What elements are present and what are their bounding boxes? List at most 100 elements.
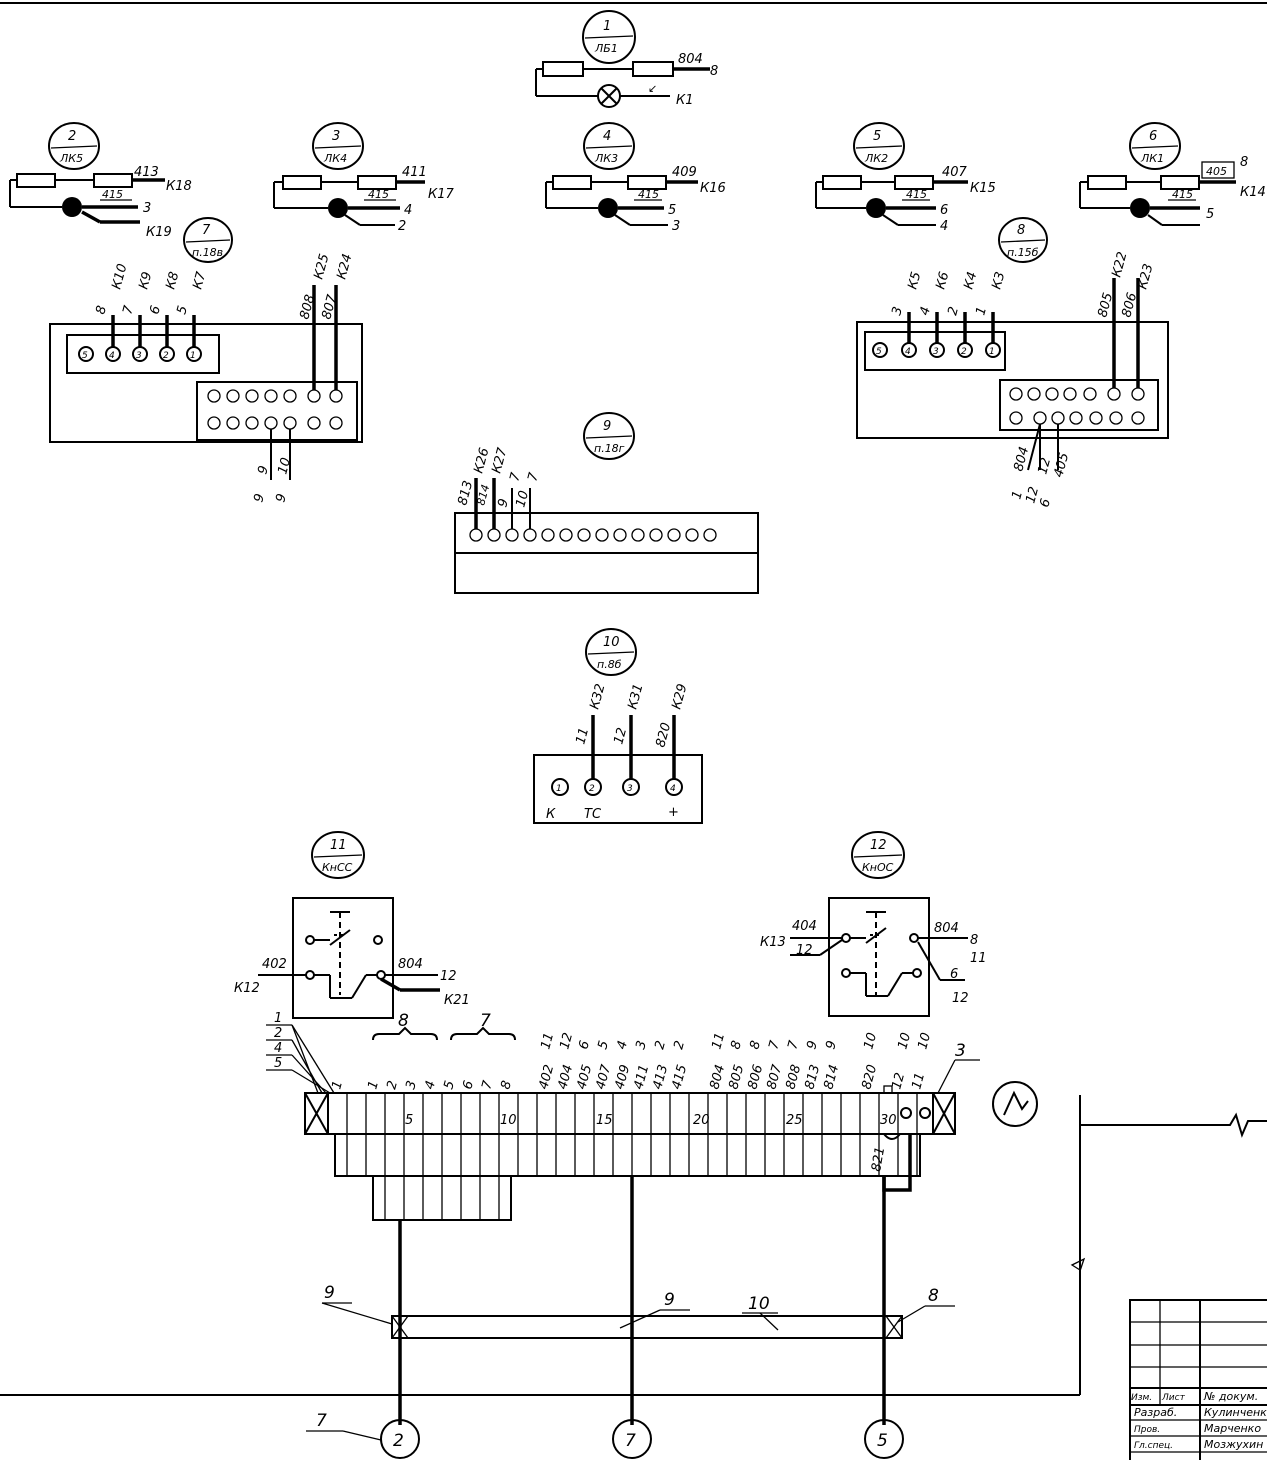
b8-top-kont: К6 <box>933 270 952 291</box>
connector-circle <box>380 1419 420 1459</box>
button-block-12: 12 КнОС 404 12 К13 804 8 11 6 12 <box>760 831 987 1017</box>
strip-wire-label: 8 <box>498 1079 515 1091</box>
b8-bottom-wire: 12 <box>1035 456 1054 476</box>
b8-top-kont: К5 <box>905 270 924 291</box>
block-9-num: 9 <box>603 419 611 434</box>
lamp-icon <box>866 198 886 218</box>
connector-lead: 7 <box>316 1411 327 1431</box>
block-12-wire-l: 404 <box>792 919 817 934</box>
svg-text:2: 2 <box>589 784 595 794</box>
strip-outer-label: 7 <box>785 1038 802 1051</box>
connector-circle <box>864 1419 904 1459</box>
strip-outer-label: 2 <box>652 1039 669 1051</box>
panel-block-9: 9 п.18г 813 814 9 10 К26 К27 7 7 <box>454 412 759 594</box>
strip-outer-label: 8 <box>728 1039 745 1051</box>
strip-outer-label: 11 <box>538 1031 557 1051</box>
lamp-icon <box>598 198 618 218</box>
connector-circle <box>612 1419 652 1459</box>
b8-right-kont: К23 <box>1135 262 1156 291</box>
block-1-code: ЛБ1 <box>594 42 618 55</box>
b10-wire: 11 <box>573 726 592 746</box>
svg-text:4: 4 <box>905 347 911 357</box>
block-3-term-b: 2 <box>398 219 406 234</box>
block-5-wire-a: 407 <box>942 165 968 180</box>
strip-outer-label: 6 <box>576 1039 593 1051</box>
block-6-num: 6 <box>1149 129 1157 144</box>
block-4-term-b: 3 <box>672 219 680 234</box>
b10-label: К <box>546 807 556 822</box>
strip-legend: 2 <box>274 1026 282 1041</box>
b8-right-wire: 805 <box>1095 291 1116 319</box>
b7-top-kont: К8 <box>163 270 182 291</box>
strip-outer-label: 10 <box>861 1031 880 1051</box>
block-10-num: 10 <box>603 635 620 650</box>
strip-wire-label: 415 <box>669 1063 690 1091</box>
panel-block-8: 8 п.15б 5 4 3 2 1 3 4 2 1 К5 К6 К4 К3 <box>856 217 1169 509</box>
b8-top-kont: К4 <box>961 270 980 291</box>
strip-outer-label: 11 <box>709 1031 728 1051</box>
b8-bottom-wire: 804 <box>1011 445 1032 473</box>
lamp-icon <box>328 198 348 218</box>
svg-text:4: 4 <box>670 784 676 794</box>
connector-label: 5 <box>877 1431 888 1451</box>
block-1-kont: К1 <box>676 93 694 108</box>
block-5-term-a: 6 <box>940 203 948 218</box>
b8-top-wire: 1 <box>973 305 990 317</box>
strip-legend: 4 <box>274 1041 282 1056</box>
strip-wire-label: 806 <box>745 1063 766 1091</box>
strip-outer-label: 3 <box>633 1039 650 1051</box>
b8-top-wire: 2 <box>945 305 962 317</box>
strip-outer-label: 10 <box>895 1031 914 1051</box>
b10-kont: К32 <box>587 682 608 711</box>
block-2-num: 2 <box>68 129 76 144</box>
block-12-term-r2: 11 <box>970 951 987 966</box>
strip-wire-label: 820 <box>859 1063 880 1091</box>
connector-label: 7 <box>625 1431 636 1451</box>
strip-wire-label: 808 <box>783 1063 804 1091</box>
strip-wire-label: 413 <box>650 1063 671 1091</box>
harness-left: 9 <box>324 1283 335 1303</box>
strip-outer-label: 2 <box>671 1039 688 1051</box>
strip-wire-label: 405 <box>574 1063 595 1091</box>
block-5-kont: К15 <box>970 181 996 196</box>
panel-7-terminal-top <box>66 334 220 374</box>
block-1-term: 8 <box>710 64 718 79</box>
lamp-icon <box>1130 198 1150 218</box>
lamp-block-3: 3 ЛК4 411 415 К17 4 2 <box>273 122 455 234</box>
block-3-num: 3 <box>332 129 340 144</box>
strip-wire-label: 411 <box>631 1063 652 1091</box>
strip-wire-label: 2 <box>384 1079 401 1091</box>
b7-top-wire: 5 <box>174 304 191 316</box>
table-header: Лист <box>1161 1393 1186 1403</box>
strip-num: 30 <box>880 1113 897 1128</box>
b8-top-wire: 3 <box>889 305 906 317</box>
block-5-term-b: 4 <box>940 219 948 234</box>
strip-outer-label: 8 <box>747 1039 764 1051</box>
block-2-kont-b: К19 <box>146 225 172 240</box>
b7-top-wire: 6 <box>147 304 164 316</box>
button-12-body <box>828 897 930 1017</box>
strip-wire-label: 805 <box>726 1063 747 1091</box>
b9-kont: К27 <box>489 446 510 475</box>
block-4-wire-a: 409 <box>672 165 697 180</box>
block-6-term-a: 8 <box>1240 155 1248 170</box>
b8-bottom-term: 1 <box>1009 489 1026 501</box>
svg-text:3: 3 <box>933 347 939 357</box>
b8-bottom-term: 12 <box>1023 485 1042 505</box>
harness-mid: 9 <box>664 1290 675 1310</box>
b9-wire: 10 <box>513 489 532 509</box>
resistor <box>632 61 674 77</box>
resistor <box>542 61 584 77</box>
strip-outer-label: 9 <box>804 1039 821 1051</box>
strip-wire-label: 7 <box>479 1078 496 1091</box>
block-3-code: ЛК4 <box>323 152 347 165</box>
strip-outer-label: 9 <box>823 1039 840 1051</box>
strip-legend: 5 <box>274 1056 282 1071</box>
lamp-block-2: 2 ЛК5 413 415 К18 3 К19 <box>9 122 192 240</box>
harness-sleeve <box>391 1315 903 1339</box>
strip-wire-label: 402 <box>536 1063 557 1091</box>
block-11-num: 11 <box>330 838 347 853</box>
block-1-wire: 804 <box>678 52 703 67</box>
b7-right-kont: К25 <box>311 252 332 281</box>
